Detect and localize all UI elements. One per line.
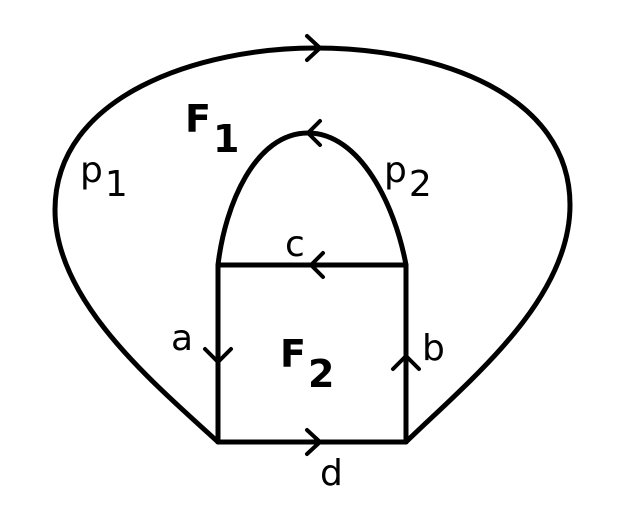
label-b: b (422, 328, 445, 369)
label-c: c (285, 224, 305, 265)
arrow-c-left (309, 251, 325, 279)
label-p1: p1 (80, 150, 128, 205)
face-f2-letter: F (280, 332, 306, 376)
label-p2-subscript: 2 (409, 164, 432, 205)
face-f1-subscript: 1 (213, 117, 239, 161)
edge-p1 (52, 45, 573, 445)
label-d: d (320, 453, 343, 494)
label-p2-letter: p (384, 150, 407, 191)
label-p2: p2 (384, 150, 432, 205)
face-f2-subscript: 2 (308, 352, 334, 396)
arrow-b-up (391, 354, 421, 371)
arrow-a-down (203, 347, 233, 364)
edge-p2 (215, 130, 409, 268)
face-label-f2: F2 (280, 332, 334, 396)
face-label-f1: F1 (185, 97, 239, 161)
face-f1-letter: F (185, 97, 211, 141)
arrow-p1-right (305, 34, 322, 62)
arrow-d-right (305, 428, 322, 456)
label-p1-subscript: 1 (105, 164, 128, 205)
label-p1-letter: p (80, 150, 103, 191)
arrow-p2-left (306, 119, 322, 147)
label-a: a (171, 318, 193, 359)
